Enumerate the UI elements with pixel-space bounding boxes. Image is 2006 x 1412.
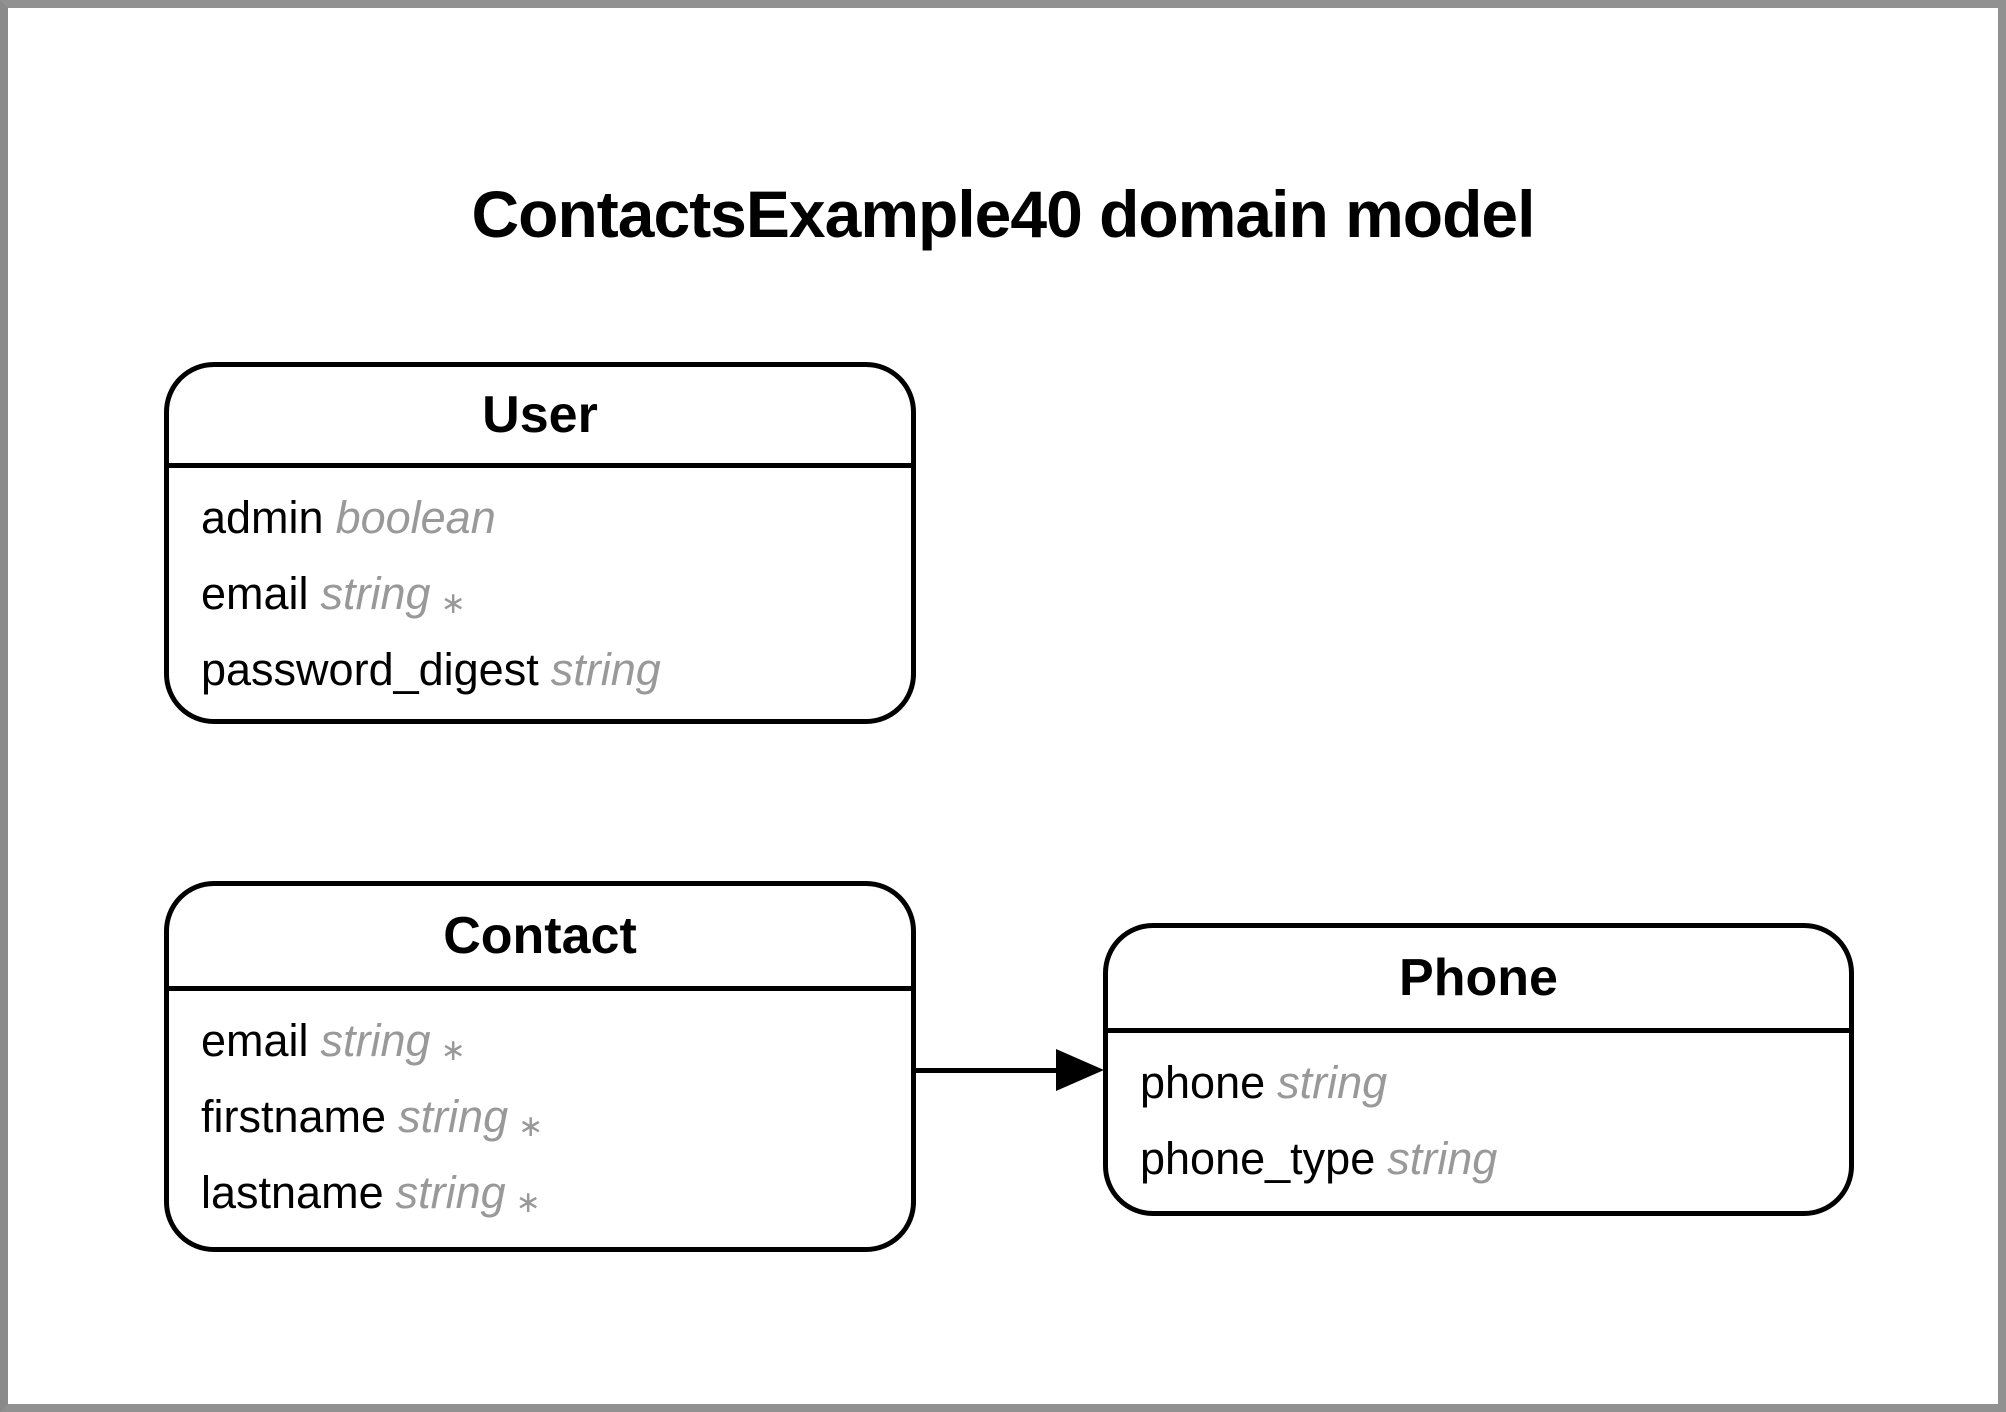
attribute-type: boolean	[335, 492, 496, 543]
attribute-name: lastname	[201, 1167, 384, 1218]
attribute-name: admin	[201, 492, 324, 543]
attribute-name: email	[201, 568, 309, 619]
attribute-type: string	[1387, 1133, 1498, 1184]
attribute-type: string	[1277, 1057, 1388, 1108]
attribute-name: phone	[1140, 1057, 1266, 1108]
entity-header: Contact	[169, 886, 911, 991]
relationship-arrow-contact-to-phone	[916, 1068, 1058, 1073]
diagram-title: ContactsExample40 domain model	[471, 177, 1536, 251]
attribute-name: email	[201, 1015, 309, 1066]
attribute-type: string	[320, 568, 431, 619]
attribute-type: string	[320, 1015, 431, 1066]
required-marker: ∗	[515, 1186, 541, 1219]
required-marker: ∗	[440, 587, 466, 620]
arrow-head-icon	[1056, 1049, 1104, 1091]
attribute-name: phone_type	[1140, 1133, 1376, 1184]
attribute-type: string	[550, 644, 661, 695]
entity-header: Phone	[1108, 928, 1849, 1033]
required-marker: ∗	[440, 1034, 466, 1067]
attribute-name: password_digest	[201, 644, 539, 695]
attribute-type: string	[395, 1167, 506, 1218]
entity-header: User	[169, 367, 911, 468]
attribute-type: string	[398, 1091, 509, 1142]
entity-title-user: User	[482, 386, 598, 444]
required-marker: ∗	[518, 1110, 544, 1143]
attribute-name: firstname	[201, 1091, 387, 1142]
entity-title-phone: Phone	[1399, 949, 1558, 1007]
entity-title-contact: Contact	[443, 907, 637, 965]
